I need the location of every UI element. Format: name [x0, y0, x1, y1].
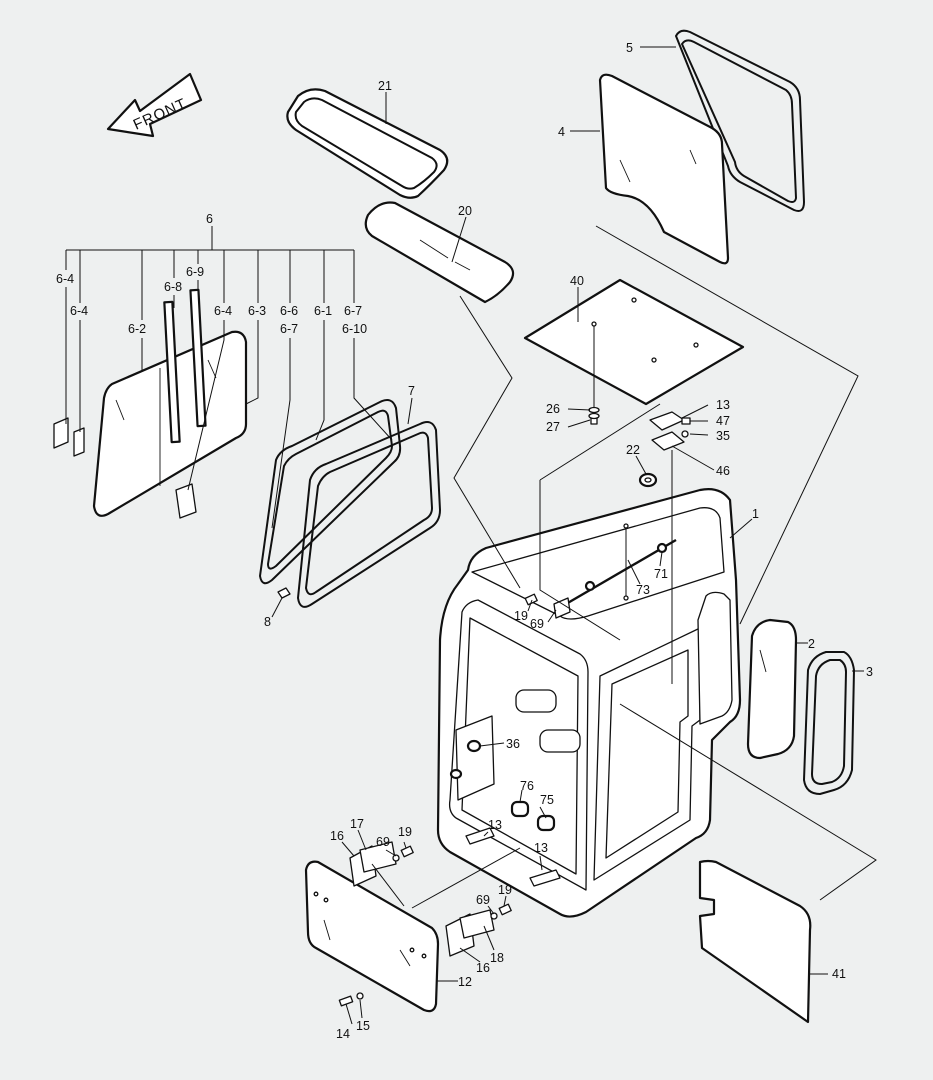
label-69-upper: 69 [376, 835, 390, 849]
label-12: 12 [458, 975, 472, 989]
label-3: 3 [866, 665, 873, 679]
label-69-lower: 69 [476, 893, 490, 907]
label-6-4-a: 6-4 [56, 272, 74, 286]
part-6-sliding-door-window [53, 288, 248, 519]
part-1-cabin-frame [436, 488, 742, 918]
assembly-leaders [371, 225, 877, 909]
label-14: 14 [336, 1027, 350, 1041]
part-number-labels: 5 4 21 20 40 26 27 13 47 35 46 22 1 2 3 … [56, 41, 873, 1041]
label-18: 18 [490, 951, 504, 965]
label-69-roof: 69 [530, 617, 544, 631]
label-46: 46 [716, 464, 730, 478]
label-40: 40 [570, 274, 584, 288]
part-5-rear-window-seal [675, 29, 805, 212]
label-4: 4 [558, 125, 565, 139]
label-16-lower: 16 [476, 961, 490, 975]
part-7-door-window-seal [259, 399, 441, 608]
part-8-clip [277, 587, 291, 599]
part-3-side-seal [803, 651, 855, 795]
label-22: 22 [626, 443, 640, 457]
label-6-9: 6-9 [186, 265, 204, 279]
label-36: 36 [506, 737, 520, 751]
label-7: 7 [408, 384, 415, 398]
label-2: 2 [808, 637, 815, 651]
part-4-rear-window-glass [598, 73, 730, 265]
part-6-callout-tree [65, 226, 393, 529]
label-6-10: 6-10 [342, 322, 367, 336]
label-6-4-b: 6-4 [70, 304, 88, 318]
label-6-6: 6-6 [280, 304, 298, 318]
bolts-and-washers [338, 593, 538, 1007]
label-76: 76 [520, 779, 534, 793]
label-17: 17 [350, 817, 364, 831]
label-8: 8 [264, 615, 271, 629]
label-19-upper: 19 [398, 825, 412, 839]
label-6-1: 6-1 [314, 304, 332, 318]
part-16-17-18-hinges [349, 841, 495, 957]
label-6: 6 [206, 212, 213, 226]
label-35: 35 [716, 429, 730, 443]
label-6-3: 6-3 [248, 304, 266, 318]
part-22-grommet [638, 472, 658, 488]
part-71-73-harness [553, 523, 677, 619]
callout-leaders [271, 46, 864, 1025]
label-16-upper: 16 [330, 829, 344, 843]
front-direction-arrow: FRONT [106, 72, 203, 138]
label-13-right: 13 [534, 841, 548, 855]
label-73: 73 [636, 583, 650, 597]
label-6-4-c: 6-4 [214, 304, 232, 318]
part-26-27-fasteners [588, 406, 600, 425]
label-47: 47 [716, 414, 730, 428]
label-41: 41 [832, 967, 846, 981]
label-6-7-b: 6-7 [344, 304, 362, 318]
label-20: 20 [458, 204, 472, 218]
label-15: 15 [356, 1019, 370, 1033]
label-5: 5 [626, 41, 633, 55]
label-71: 71 [654, 567, 668, 581]
label-1: 1 [752, 507, 759, 521]
label-13-left: 13 [488, 818, 502, 832]
label-26: 26 [546, 402, 560, 416]
label-6-8: 6-8 [164, 280, 182, 294]
part-2-side-glass [746, 618, 798, 760]
part-40-roof-plate [523, 278, 745, 410]
label-19-roof: 19 [514, 609, 528, 623]
label-6-2: 6-2 [128, 322, 146, 336]
label-13-roof: 13 [716, 398, 730, 412]
cabin-fittings [449, 739, 561, 887]
label-75: 75 [540, 793, 554, 807]
part-21-roof-seal [286, 88, 449, 199]
part-41-rear-panel [698, 859, 812, 1024]
label-21: 21 [378, 79, 392, 93]
label-19-lower: 19 [498, 883, 512, 897]
part-20-roof-glass [364, 201, 515, 304]
label-27: 27 [546, 420, 560, 434]
part-13-46-brackets [649, 411, 691, 451]
part-12-lower-front-glass [304, 860, 440, 1013]
label-6-7-a: 6-7 [280, 322, 298, 336]
